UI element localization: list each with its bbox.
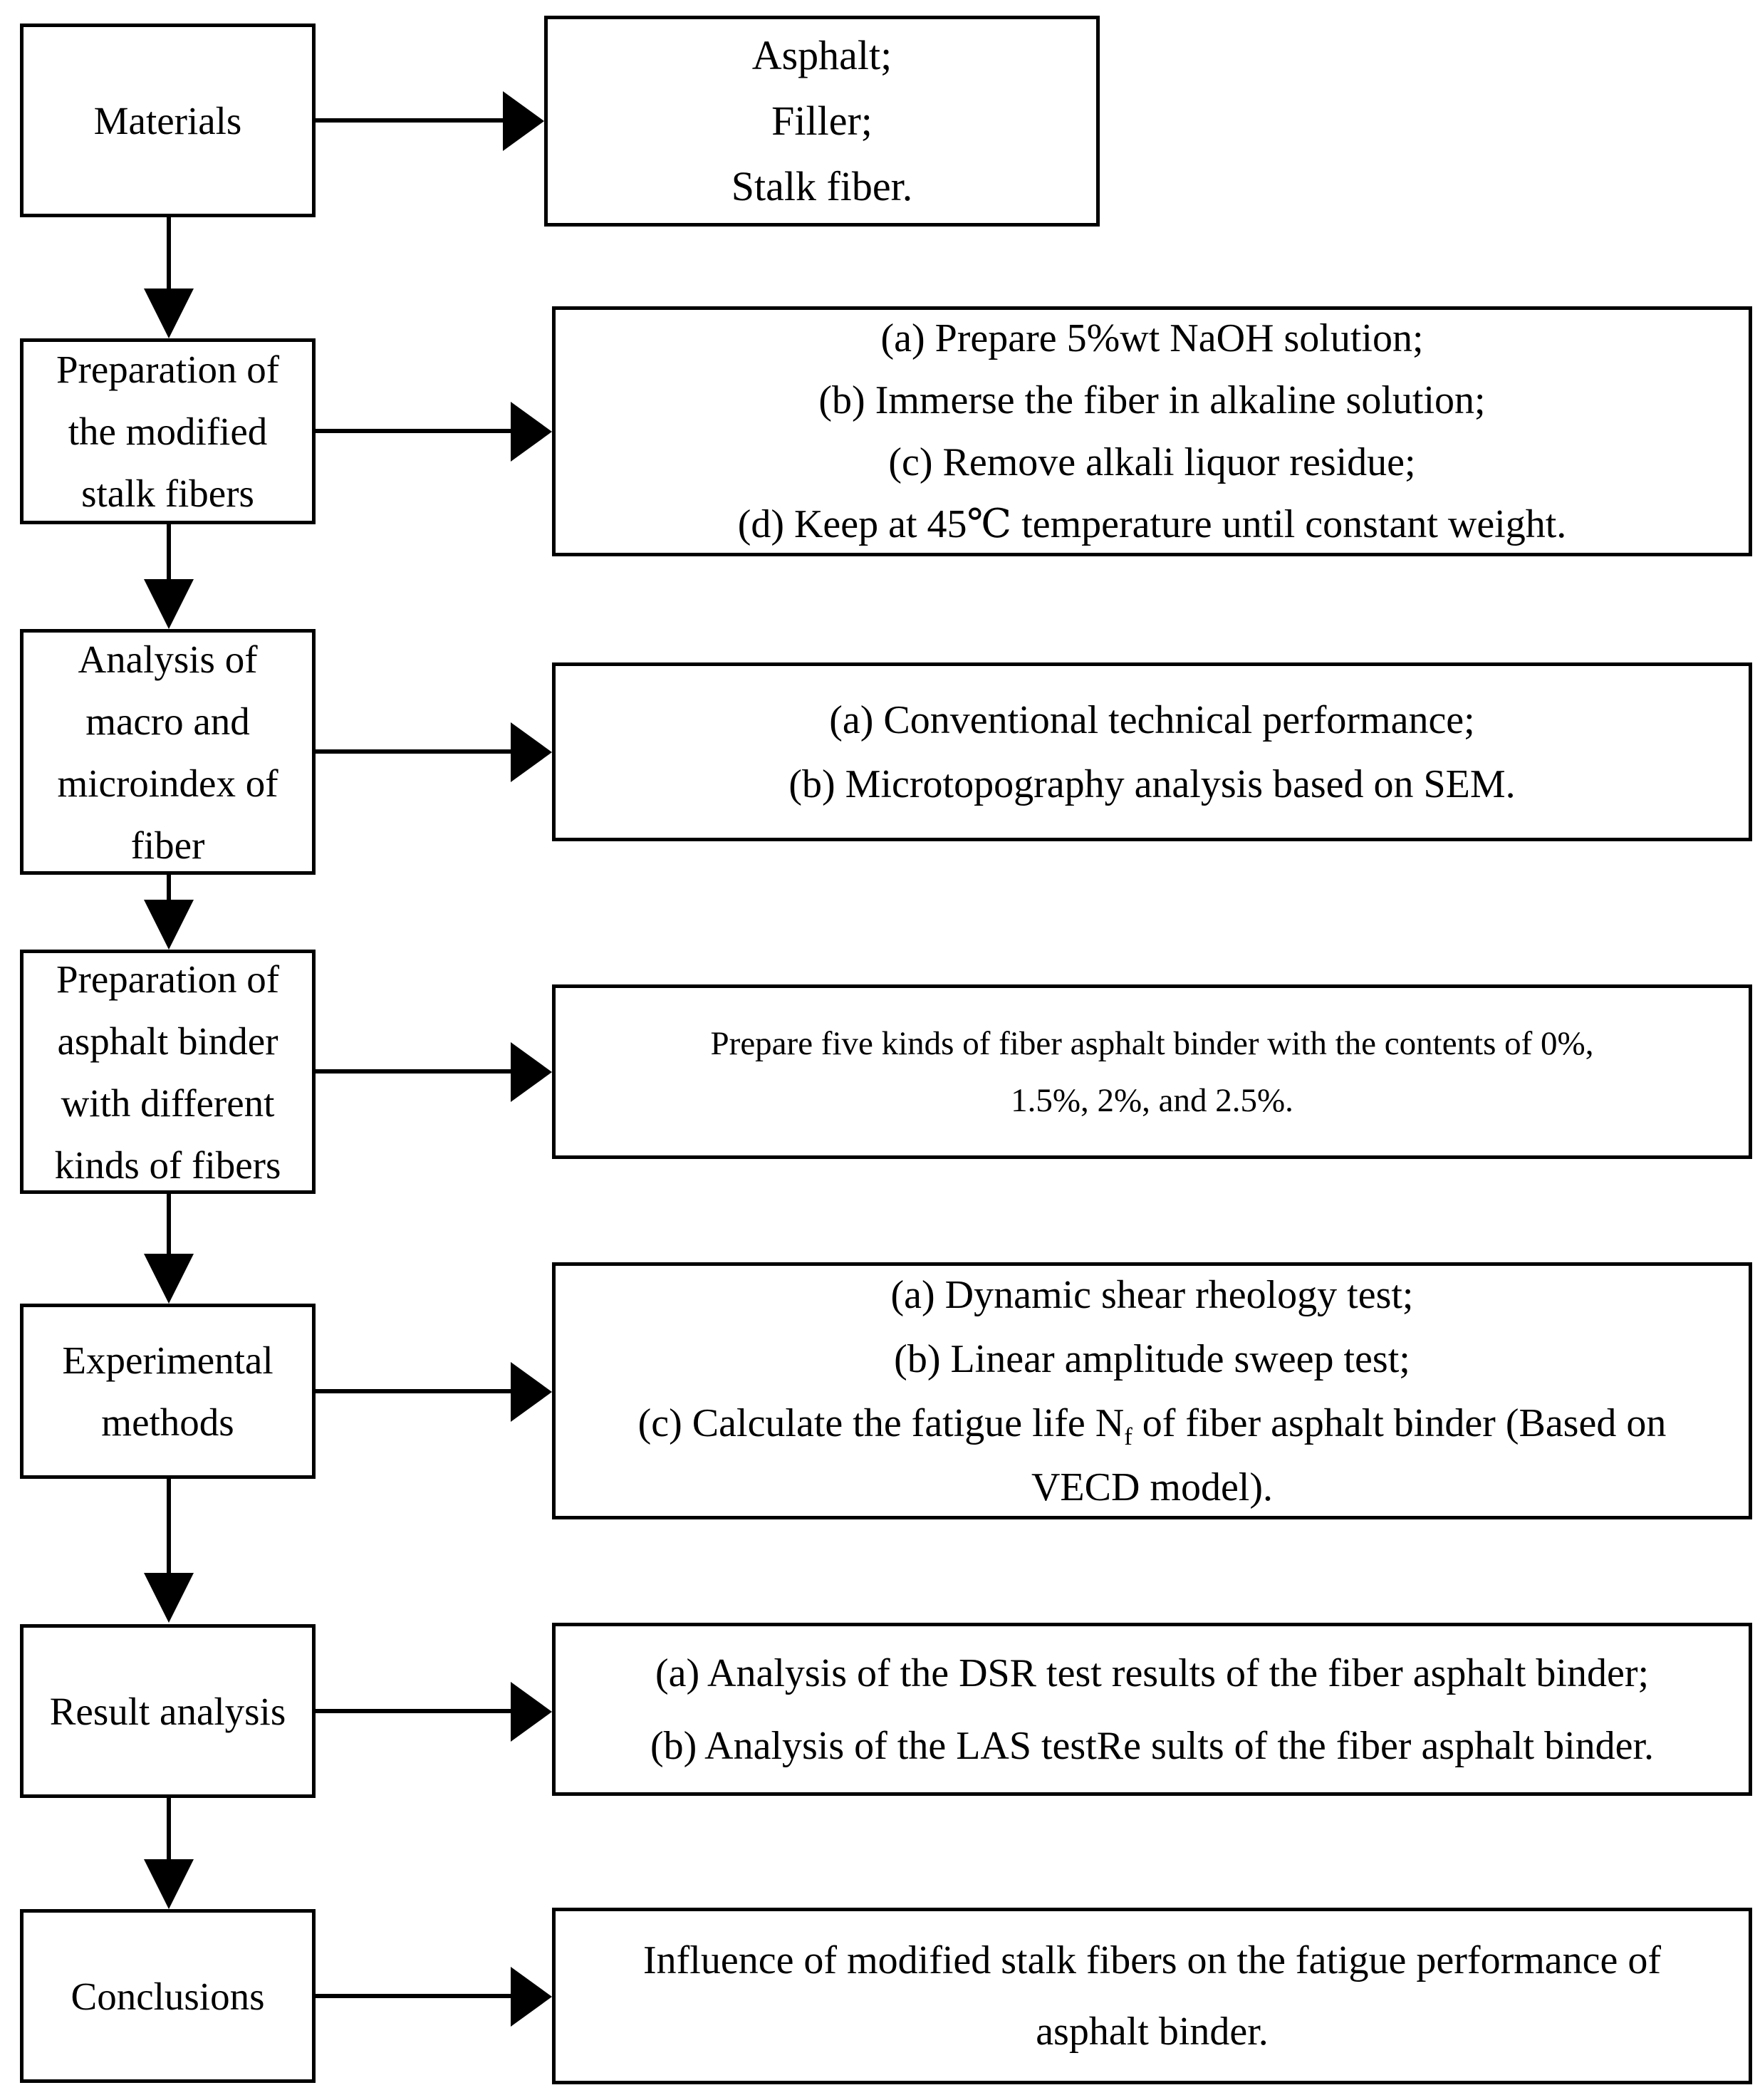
flow-box-binder-preparation-label: Preparation of asphalt binder with diffe… xyxy=(54,957,281,1187)
arrow-down-binder-to-methods-head xyxy=(144,1254,194,1304)
result-analysis-item-a: (a) Analysis of the DSR test results of … xyxy=(655,1651,1650,1695)
binder-preparation-detail-line: 1.5%, 2%, and 2.5%. xyxy=(1011,1081,1293,1119)
arrow-right-binder-preparation-head xyxy=(511,1042,552,1102)
method-c-text: (c) Calculate the fatigue life N xyxy=(637,1400,1125,1445)
arrow-right-fiber-analysis-head xyxy=(511,722,552,782)
arrow-down-results-to-conclusions-line xyxy=(167,1797,171,1861)
flow-box-experimental-methods-details: (a) Dynamic shear rheology test; (b) Lin… xyxy=(552,1262,1752,1519)
arrow-down-binder-to-methods-line xyxy=(167,1192,171,1255)
fiber-preparation-step-d: (d) Keep at 45℃ temperature until consta… xyxy=(737,501,1567,546)
materials-detail-line: Asphalt; xyxy=(751,32,892,78)
arrow-down-materials-to-preparation-line xyxy=(167,216,171,290)
materials-detail-line: Stalk fiber. xyxy=(731,163,913,209)
materials-detail-line: Filler; xyxy=(771,98,873,144)
conclusions-detail-line: Influence of modified stalk fibers on th… xyxy=(643,1938,1661,1982)
arrow-down-analysis-to-binder-head xyxy=(144,900,194,950)
method-c-text-continued: of fiber asphalt binder (Based on xyxy=(1132,1400,1667,1445)
flow-box-materials-details: Asphalt; Filler; Stalk fiber. xyxy=(544,16,1100,227)
arrow-right-experimental-methods-line xyxy=(314,1389,512,1393)
flow-box-fiber-analysis-label: Analysis of macro and microindex of fibe… xyxy=(57,637,278,867)
flow-box-materials-label: Materials xyxy=(93,98,242,142)
flow-box-fiber-analysis-details: (a) Conventional technical performance; … xyxy=(552,662,1752,841)
fiber-analysis-item-a: (a) Conventional technical performance; xyxy=(829,697,1475,742)
flow-box-fiber-preparation: Preparation of the modified stalk fibers xyxy=(20,338,316,524)
result-analysis-item-b: (b) Analysis of the LAS testRe sults of … xyxy=(650,1723,1655,1768)
arrow-right-binder-preparation-line xyxy=(314,1069,512,1074)
fiber-preparation-step-b: (b) Immerse the fiber in alkaline soluti… xyxy=(818,378,1486,422)
arrow-right-materials-line xyxy=(314,118,504,123)
arrow-right-result-analysis-head xyxy=(511,1682,552,1742)
fiber-preparation-step-c: (c) Remove alkali liquor residue; xyxy=(888,440,1416,484)
arrow-down-methods-to-results-head xyxy=(144,1573,194,1623)
flow-box-fiber-preparation-label: Preparation of the modified stalk fibers xyxy=(56,348,280,515)
binder-preparation-detail-line: Prepare five kinds of fiber asphalt bind… xyxy=(710,1024,1594,1062)
flow-box-result-analysis-label: Result analysis xyxy=(49,1689,286,1733)
arrow-right-fiber-analysis-line xyxy=(314,749,512,754)
arrow-right-materials-head xyxy=(503,91,544,151)
arrow-right-experimental-methods-head xyxy=(511,1362,552,1422)
conclusions-detail-line: asphalt binder. xyxy=(1036,2010,1269,2054)
fiber-analysis-item-b: (b) Microtopography analysis based on SE… xyxy=(788,761,1516,806)
flow-box-result-analysis: Result analysis xyxy=(20,1624,316,1798)
flow-box-result-analysis-details: (a) Analysis of the DSR test results of … xyxy=(552,1623,1752,1796)
arrow-right-fiber-preparation-line xyxy=(314,429,512,433)
experimental-method-b: (b) Linear amplitude sweep test; xyxy=(894,1336,1410,1381)
flow-box-experimental-methods: Experimental methods xyxy=(20,1304,316,1479)
arrow-down-methods-to-results-line xyxy=(167,1477,171,1574)
arrow-down-materials-to-preparation-head xyxy=(144,289,194,338)
flow-box-conclusions: Conclusions xyxy=(20,1909,316,2083)
flow-box-fiber-preparation-details: (a) Prepare 5%wt NaOH solution; (b) Imme… xyxy=(552,306,1752,556)
flow-box-binder-preparation: Preparation of asphalt binder with diffe… xyxy=(20,950,316,1194)
flow-box-fiber-analysis: Analysis of macro and microindex of fibe… xyxy=(20,629,316,875)
flow-box-conclusions-details: Influence of modified stalk fibers on th… xyxy=(552,1908,1752,2084)
arrow-down-analysis-to-binder-line xyxy=(167,873,171,901)
flow-box-experimental-methods-label: Experimental methods xyxy=(62,1339,274,1444)
flow-box-conclusions-label: Conclusions xyxy=(71,1974,265,2018)
fiber-preparation-step-a: (a) Prepare 5%wt NaOH solution; xyxy=(880,316,1424,360)
arrow-down-results-to-conclusions-head xyxy=(144,1859,194,1909)
arrow-down-preparation-to-analysis-head xyxy=(144,579,194,629)
arrow-right-conclusions-line xyxy=(314,1994,512,1998)
arrow-right-conclusions-head xyxy=(511,1967,552,2027)
flow-box-binder-preparation-details: Prepare five kinds of fiber asphalt bind… xyxy=(552,984,1752,1159)
arrow-right-fiber-preparation-head xyxy=(511,402,552,462)
experimental-method-a: (a) Dynamic shear rheology test; xyxy=(890,1272,1414,1317)
arrow-right-result-analysis-line xyxy=(314,1709,512,1713)
experimental-method-c: (c) Calculate the fatigue life Nf of fib… xyxy=(638,1391,1667,1519)
arrow-down-preparation-to-analysis-line xyxy=(167,523,171,581)
fatigue-life-subscript: f xyxy=(1124,1422,1132,1450)
method-c-text-line2: VECD model). xyxy=(1031,1465,1274,1509)
flow-box-materials: Materials xyxy=(20,24,316,217)
